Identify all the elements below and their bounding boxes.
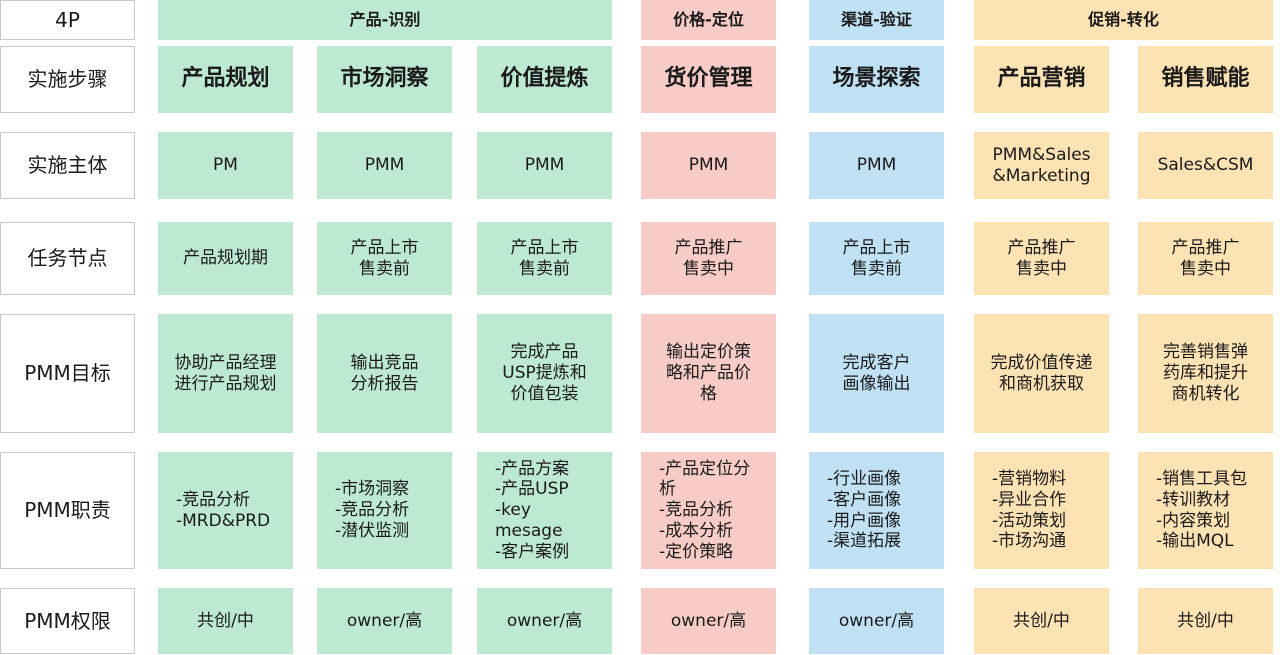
subject-cell-5: PMM — [809, 132, 944, 199]
row-label-goal: PMM目标 — [0, 314, 135, 433]
task-node-cell-3: 产品上市 售卖前 — [477, 222, 612, 295]
duty-cell-1: -竞品分析 -MRD&PRD — [158, 452, 293, 569]
task-node-cell-5: 产品上市 售卖前 — [809, 222, 944, 295]
authority-cell-3: owner/高 — [477, 588, 612, 654]
row-label-node: 任务节点 — [0, 222, 135, 295]
goal-cell-3: 完成产品 USP提炼和 价值包装 — [477, 314, 612, 433]
goal-cell-2: 输出竞品 分析报告 — [317, 314, 452, 433]
task-node-cell-6: 产品推广 售卖中 — [974, 222, 1109, 295]
step-cell-1: 产品规划 — [158, 46, 293, 113]
duty-cell-4: -产品定位分析 -竞品分析 -成本分析 -定价策略 — [641, 452, 776, 569]
subject-cell-2: PMM — [317, 132, 452, 199]
row-label-subject: 实施主体 — [0, 132, 135, 199]
goal-cell-4: 输出定价策 略和产品价 格 — [641, 314, 776, 433]
row-label-duty: PMM职责 — [0, 452, 135, 569]
task-node-cell-2: 产品上市 售卖前 — [317, 222, 452, 295]
authority-cell-6: 共创/中 — [974, 588, 1109, 654]
group-header-channel: 渠道-验证 — [809, 0, 944, 40]
task-node-cell-4: 产品推广 售卖中 — [641, 222, 776, 295]
subject-cell-1: PM — [158, 132, 293, 199]
group-header-price: 价格-定位 — [641, 0, 776, 40]
task-node-cell-1: 产品规划期 — [158, 222, 293, 295]
authority-cell-2: owner/高 — [317, 588, 452, 654]
step-cell-3: 价值提炼 — [477, 46, 612, 113]
row-label-steps: 实施步骤 — [0, 46, 135, 113]
subject-cell-6: PMM&Sales &Marketing — [974, 132, 1109, 199]
step-cell-4: 货价管理 — [641, 46, 776, 113]
step-cell-5: 场景探索 — [809, 46, 944, 113]
goal-cell-7: 完善销售弹 药库和提升 商机转化 — [1138, 314, 1273, 433]
authority-cell-1: 共创/中 — [158, 588, 293, 654]
step-cell-2: 市场洞察 — [317, 46, 452, 113]
subject-cell-3: PMM — [477, 132, 612, 199]
authority-cell-5: owner/高 — [809, 588, 944, 654]
duty-cell-2: -市场洞察 -竞品分析 -潜伏监测 — [317, 452, 452, 569]
row-label-4p: 4P — [0, 0, 135, 40]
row-label-authority: PMM权限 — [0, 588, 135, 654]
goal-cell-5: 完成客户 画像输出 — [809, 314, 944, 433]
group-header-promotion: 促销-转化 — [974, 0, 1273, 40]
authority-cell-7: 共创/中 — [1138, 588, 1273, 654]
subject-cell-7: Sales&CSM — [1138, 132, 1273, 199]
step-cell-7: 销售赋能 — [1138, 46, 1273, 113]
duty-cell-3: -产品方案 -产品USP -key mesage -客户案例 — [477, 452, 612, 569]
duty-cell-6: -营销物料 -异业合作 -活动策划 -市场沟通 — [974, 452, 1109, 569]
duty-cell-5: -行业画像 -客户画像 -用户画像 -渠道拓展 — [809, 452, 944, 569]
goal-cell-1: 协助产品经理 进行产品规划 — [158, 314, 293, 433]
task-node-cell-7: 产品推广 售卖中 — [1138, 222, 1273, 295]
authority-cell-4: owner/高 — [641, 588, 776, 654]
subject-cell-4: PMM — [641, 132, 776, 199]
goal-cell-6: 完成价值传递 和商机获取 — [974, 314, 1109, 433]
group-header-product: 产品-识别 — [158, 0, 612, 40]
step-cell-6: 产品营销 — [974, 46, 1109, 113]
duty-cell-7: -销售工具包 -转训教材 -内容策划 -输出MQL — [1138, 452, 1273, 569]
